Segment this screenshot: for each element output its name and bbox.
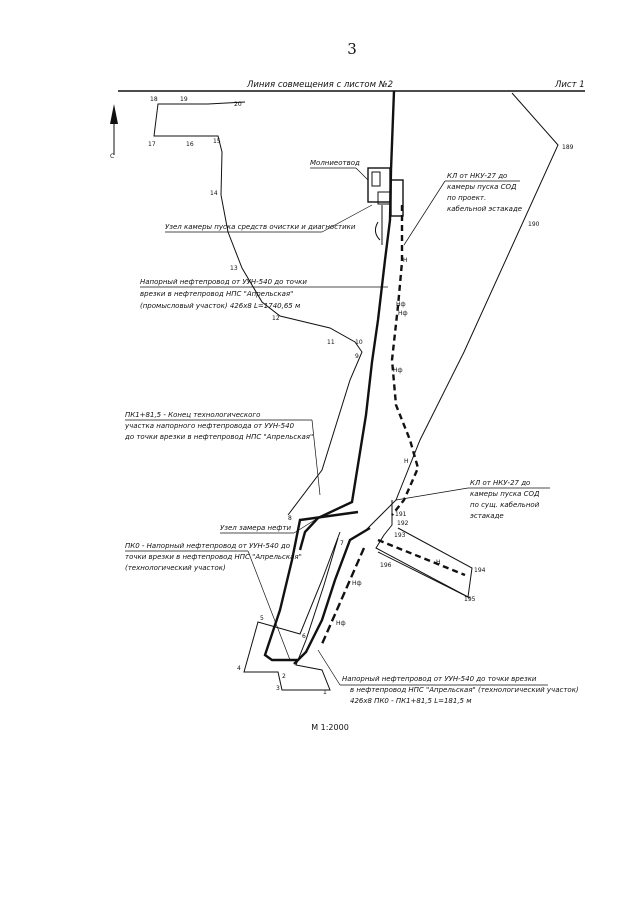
pipe-mark-3: Нф (393, 367, 403, 374)
combine-line-label: Линия совмещения с листом №2 (246, 80, 393, 90)
boundary-edge-195 (377, 551, 471, 599)
pipeline-tech-section-2 (293, 526, 371, 665)
label-pk0-1: ПК0 - Напорный нефтепровод от УУН-540 до (125, 542, 290, 550)
cable-line-upper (390, 205, 420, 516)
pipeline-tech-dashed (320, 547, 366, 645)
point-2: 2 (282, 673, 286, 680)
label-napor-top-1: Напорный нефтепровод от УУН-540 до точки (140, 278, 307, 286)
point-193: 193 (394, 532, 406, 539)
point-5: 5 (260, 615, 264, 622)
label-pk-end-1: ПК1+81,5 - Конец технологического (125, 411, 260, 419)
sheet-label: Лист 1 (554, 80, 585, 90)
pipeline-tech-section (263, 510, 359, 662)
pipe-mark-1: Нф (396, 301, 406, 308)
cable-mark-2: Н (404, 458, 409, 465)
label-napor-bottom-1: Напорный нефтепровод от УУН-540 до точки… (342, 675, 537, 683)
label-napor-top-3: (промысловый участок) 426х8 L=1740,65 м (140, 302, 301, 310)
point-20: 20 (234, 101, 242, 108)
point-195: 195 (464, 596, 476, 603)
label-uzel-kamery: Узел камеры пуска средств очистки и диаг… (165, 223, 356, 231)
label-kl-top-2: камеры пуска СОД (447, 183, 517, 191)
label-kl-top-3: по проект. (447, 194, 486, 202)
boundary-upper-left (153, 101, 246, 196)
point-192: 192 (397, 520, 409, 527)
pipe-mark-4: Нф (352, 580, 362, 587)
label-napor-bottom-3: 426х8 ПК0 - ПК1+81,5 L=181,5 м (350, 697, 472, 705)
point-11: 11 (327, 339, 335, 346)
label-pk-end-2: участка напорного нефтепровода от УУН-54… (124, 422, 295, 430)
point-191: 191 (395, 511, 407, 518)
point-10: 10 (355, 339, 363, 346)
point-9: 9 (355, 353, 359, 360)
label-kl-mid-1: КЛ от НКУ-27 до (470, 479, 530, 487)
point-19: 19 (180, 96, 188, 103)
point-17: 17 (148, 141, 156, 148)
label-kl-mid-3: по сущ. кабельной (470, 501, 540, 509)
label-molnieotvod: Молниеотвод (310, 159, 360, 167)
point-7: 7 (340, 540, 344, 547)
point-189: 189 (562, 144, 574, 151)
label-kl-mid-4: эстакаде (470, 512, 504, 520)
point-194: 194 (474, 567, 486, 574)
point-13: 13 (230, 265, 238, 272)
label-pk0-3: (технологический участок) (125, 564, 226, 572)
point-190: 190 (528, 221, 540, 228)
launch-chamber-node (367, 167, 404, 245)
label-kl-top-4: кабельной эстакаде (447, 205, 522, 213)
page-number: 3 (347, 40, 357, 58)
north-arrow-icon (110, 104, 118, 155)
point-14: 14 (210, 190, 218, 197)
label-uzel-zamera: Узел замера нефти (220, 524, 291, 532)
point-16: 16 (186, 141, 194, 148)
point-8: 8 (288, 515, 292, 522)
point-3: 3 (276, 685, 280, 692)
point-6: 6 (302, 633, 306, 640)
cable-mark-3: Н (436, 559, 441, 566)
boundary-right (365, 92, 559, 531)
label-kl-mid-2: камеры пуска СОД (470, 490, 540, 498)
pipe-mark-5: Нф (336, 620, 346, 627)
boundary-left (220, 194, 363, 516)
north-label: С (110, 153, 114, 160)
cable-mark-1: Н (403, 257, 408, 264)
point-12: 12 (272, 315, 280, 322)
boundary-lower (243, 531, 341, 691)
point-18: 18 (150, 96, 158, 103)
scale-label: М 1:2000 (311, 723, 349, 732)
point-4: 4 (237, 665, 241, 672)
pipe-mark-2: Нф (398, 310, 408, 317)
point-1: 1 (323, 689, 327, 696)
label-napor-top-2: врезки в нефтепровод НПС "Апрельская" (140, 290, 293, 298)
label-pk-end-3: до точки врезки в нефтепровод НПС "Апрел… (124, 433, 313, 441)
boundary-191-196 (375, 500, 473, 598)
label-kl-top-1: КЛ от НКУ-27 до (447, 172, 507, 180)
label-pk0-2: точки врезки в нефтепровод НПС "Апрельск… (125, 553, 302, 561)
label-napor-bottom-2: в нефтепровод НПС "Апрельская" (технолог… (350, 686, 579, 694)
point-15: 15 (213, 138, 221, 145)
point-196: 196 (380, 562, 392, 569)
cable-line-lower (377, 538, 466, 577)
